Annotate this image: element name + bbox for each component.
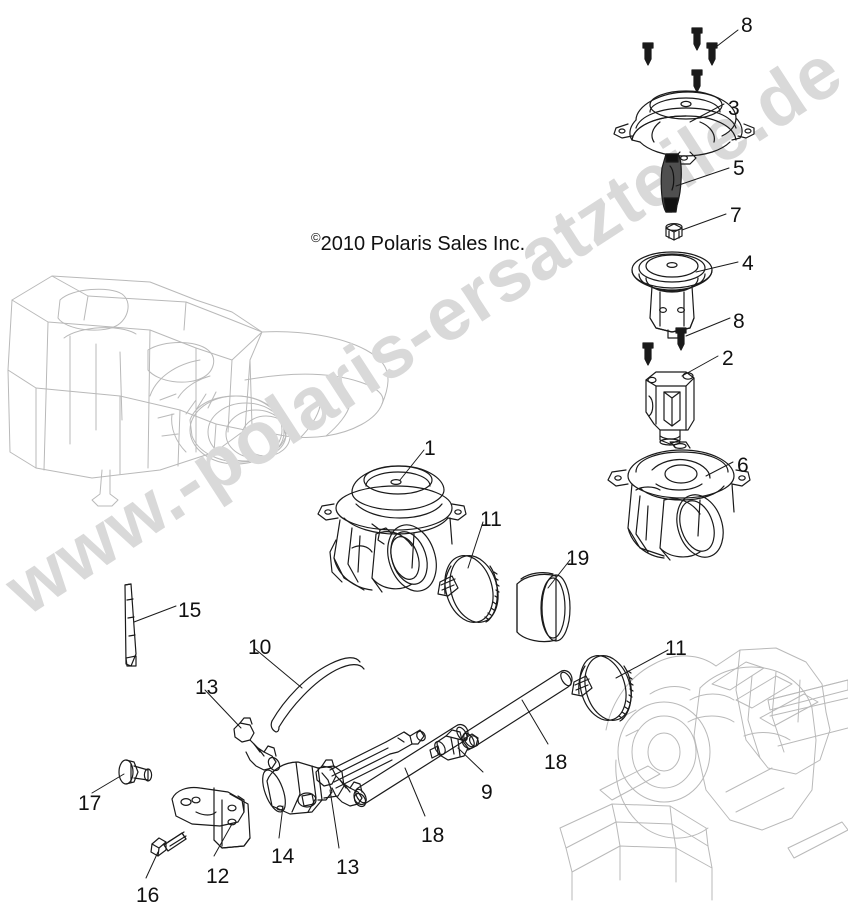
part-10-hose (270, 657, 365, 733)
leader-lines (91, 29, 739, 879)
callout-2: 2 (722, 347, 734, 370)
callout-11-right: 11 (665, 637, 687, 660)
callout-4: 4 (742, 252, 754, 275)
callout-11-left: 11 (480, 508, 502, 531)
callout-7: 7 (730, 204, 742, 227)
callout-13-lower: 13 (336, 856, 360, 879)
part-15-cable-tie (124, 583, 137, 667)
callout-15: 15 (178, 599, 202, 622)
part-11b-clamp (571, 655, 634, 722)
part-6-throttle-body (607, 441, 751, 561)
copyright-notice: ©2010 Polaris Sales Inc. (311, 230, 525, 256)
copyright-text: 2010 Polaris Sales Inc. (320, 233, 526, 255)
screw-group-top (642, 27, 718, 93)
part-13a-fitting (233, 717, 281, 772)
part-7-nut (665, 223, 683, 241)
callout-18-upper: 18 (544, 751, 568, 774)
callout-9: 9 (481, 781, 493, 804)
part-18a-line (353, 723, 469, 806)
part-19-coupler (516, 572, 571, 643)
part-5-sensor (660, 153, 682, 213)
callout-10: 10 (248, 636, 272, 659)
callout-17: 17 (78, 792, 102, 815)
callout-1: 1 (424, 437, 436, 460)
callout-8-mid: 8 (733, 310, 745, 333)
callout-16: 16 (136, 884, 160, 907)
part-18b-line (461, 669, 573, 750)
part-12-bracket (171, 786, 251, 849)
part-2-bracket (645, 371, 695, 446)
screw-group-mid (642, 327, 687, 366)
part-16-bolt (150, 831, 187, 857)
part-4-tps (631, 251, 713, 339)
callout-6: 6 (737, 454, 749, 477)
callout-13-upper: 13 (195, 676, 219, 699)
part-1-throttle-body-complete (317, 465, 467, 593)
part-17-grommet (118, 759, 153, 785)
callout-18-lower: 18 (421, 824, 445, 847)
callout-19: 19 (566, 547, 590, 570)
part-14-fuel-pump (262, 729, 426, 815)
part-9-fuel-filter (429, 729, 480, 761)
part-11a-clamp (437, 555, 500, 623)
callout-12: 12 (206, 865, 230, 888)
copyright-symbol: © (311, 230, 321, 245)
callout-3: 3 (728, 97, 740, 120)
callout-8-top: 8 (741, 14, 753, 37)
callout-5: 5 (733, 157, 745, 180)
callout-14: 14 (271, 845, 295, 868)
